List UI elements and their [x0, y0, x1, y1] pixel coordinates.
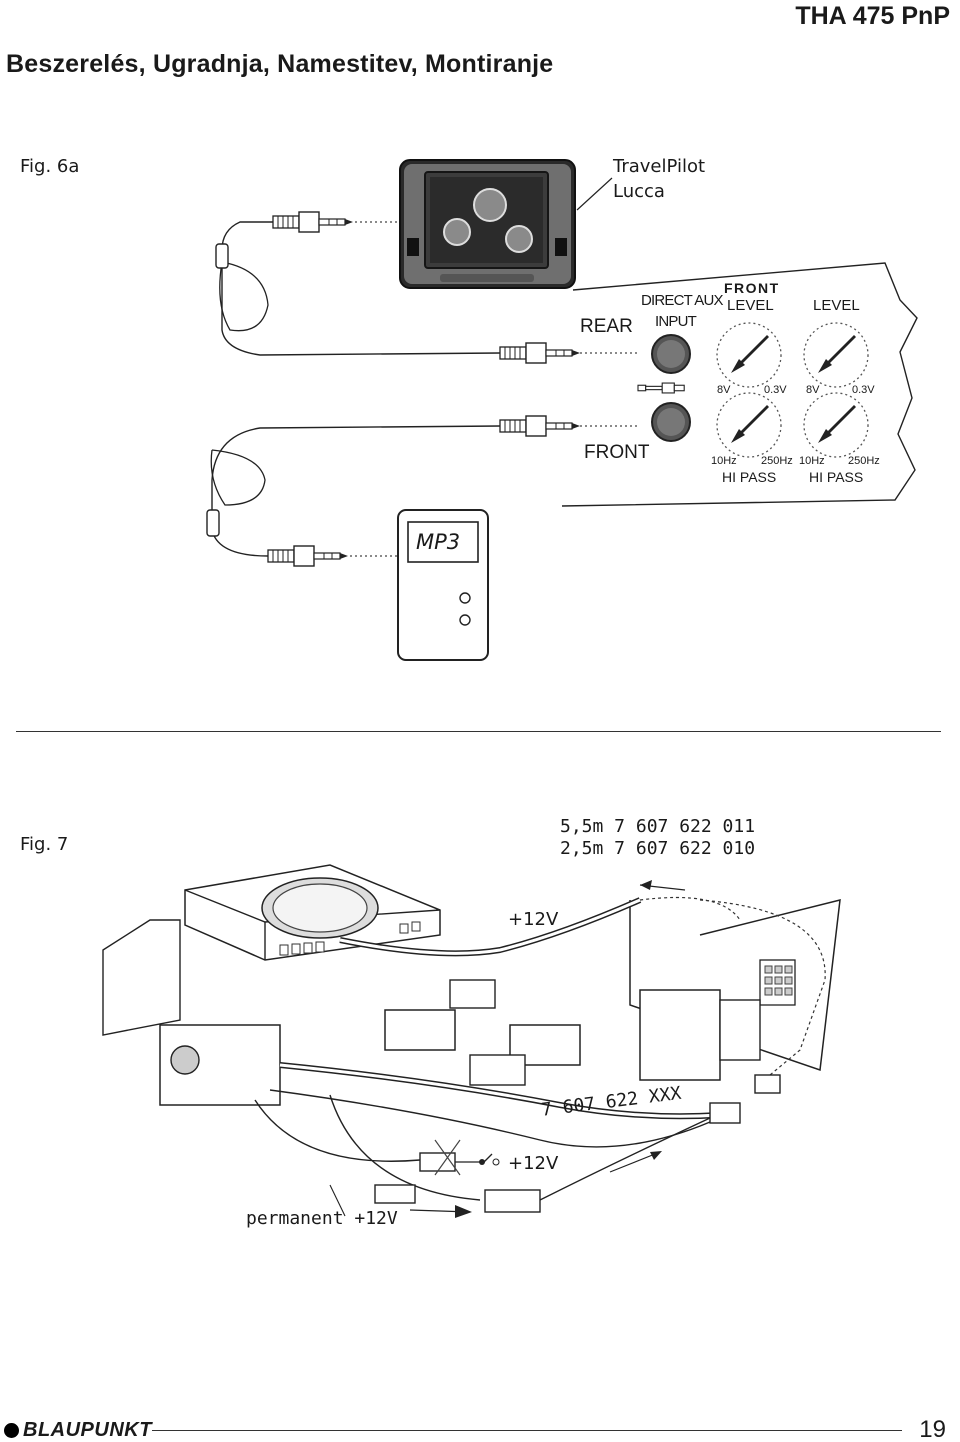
hipass-label-1: HI PASS — [722, 469, 777, 485]
permanent-12v-label: permanent +12V — [246, 1208, 398, 1229]
plus12v-switch-label: +12V — [508, 1153, 559, 1174]
hp-high-1: 250Hz — [761, 455, 793, 467]
mp3-label: MP3 — [416, 530, 461, 554]
direct-aux-line1: DIRECT AUX — [641, 292, 724, 309]
fig6a-diagram — [206, 159, 918, 661]
direct-aux-line2: INPUT — [655, 313, 697, 330]
front-input-label: FRONT — [584, 442, 650, 463]
brand-logo: BLAUPUNKT — [4, 1419, 152, 1442]
brand-dot-icon — [4, 1423, 19, 1438]
fig7-label: Fig. 7 — [20, 834, 69, 855]
hp-low-2: 10Hz — [799, 455, 825, 467]
level-max-2: 8V — [806, 384, 820, 396]
footer-rule — [152, 1430, 902, 1431]
rear-label: REAR — [580, 316, 633, 337]
cable-2m-label: 2,5m 7 607 622 010 — [560, 838, 756, 859]
fig7-diagram — [102, 864, 841, 1218]
device-name-line1: TravelPilot — [613, 156, 706, 177]
level-min-1: 0.3V — [764, 384, 787, 396]
rear-level-label: LEVEL — [813, 297, 860, 314]
level-max-1: 8V — [717, 384, 731, 396]
fig6a-label: Fig. 6a — [20, 156, 80, 177]
hp-high-2: 250Hz — [848, 455, 880, 467]
model-title: THA 475 PnP — [795, 2, 950, 30]
hipass-label-2: HI PASS — [809, 469, 864, 485]
brand-name: BLAUPUNKT — [23, 1419, 152, 1441]
front-level-line1: FRONT — [724, 280, 780, 296]
page-title: Beszerelés, Ugradnja, Namestitev, Montir… — [6, 50, 554, 78]
page-number: 19 — [919, 1416, 946, 1442]
level-min-2: 0.3V — [852, 384, 875, 396]
hp-low-1: 10Hz — [711, 455, 737, 467]
cable-5m-label: 5,5m 7 607 622 011 — [560, 816, 756, 837]
section-divider — [16, 731, 941, 732]
device-name-line2: Lucca — [613, 181, 665, 202]
plus12v-top-label: +12V — [508, 909, 559, 930]
front-level-line2: LEVEL — [727, 297, 774, 314]
